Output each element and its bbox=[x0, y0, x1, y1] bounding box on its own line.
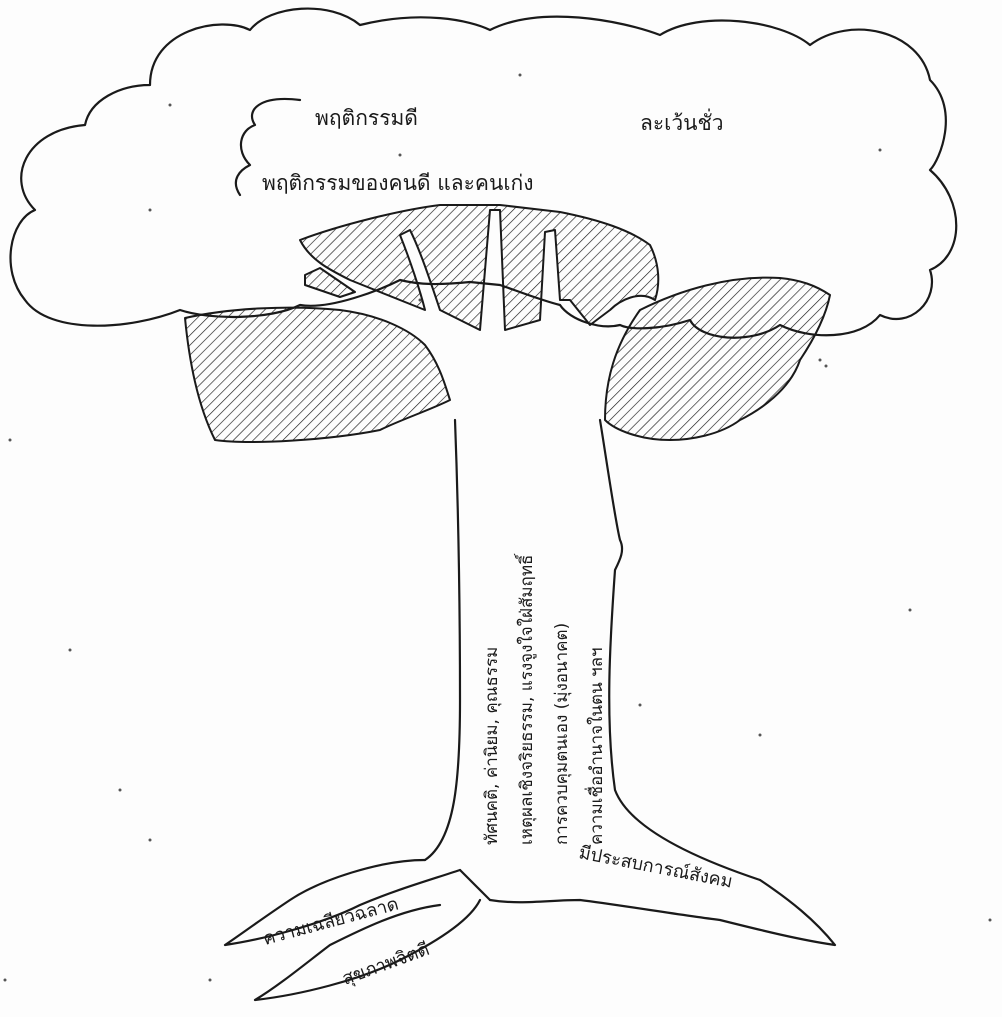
hatched-canopy-right bbox=[605, 278, 830, 440]
trunk-left-edge bbox=[425, 420, 460, 860]
trunk-text-1: ทัศนคติ, ค่านิยม, คุณธรรม bbox=[482, 647, 502, 845]
trunk-text-4: ความเชื่ออำนาจในตน ฯลฯ bbox=[584, 647, 607, 845]
root-label-mental-health: สุขภาพจิตดี bbox=[340, 939, 433, 990]
trunk-right-edge bbox=[600, 420, 760, 880]
hatched-canopy-left bbox=[185, 308, 450, 442]
trunk-text-3: การควบคุมตนเอง (มุ่งอนาคต) bbox=[552, 623, 572, 845]
root-right bbox=[490, 880, 835, 945]
root-inner-link bbox=[460, 870, 490, 900]
label-good-smart-behavior: พฤติกรรมของคนดี และคนเก่ง bbox=[262, 171, 533, 195]
root-left-upper bbox=[225, 860, 460, 945]
label-good-behavior: พฤติกรรมดี bbox=[315, 106, 418, 130]
root-label-social-experience: มีประสบการณ์สังคม bbox=[577, 842, 734, 892]
label-avoid-bad: ละเว้นชั่ว bbox=[640, 108, 724, 135]
trunk-text-2: เหตุผลเชิงจริยธรรม, แรงจูงใจใฝ่สัมฤทธิ์ bbox=[514, 553, 537, 845]
